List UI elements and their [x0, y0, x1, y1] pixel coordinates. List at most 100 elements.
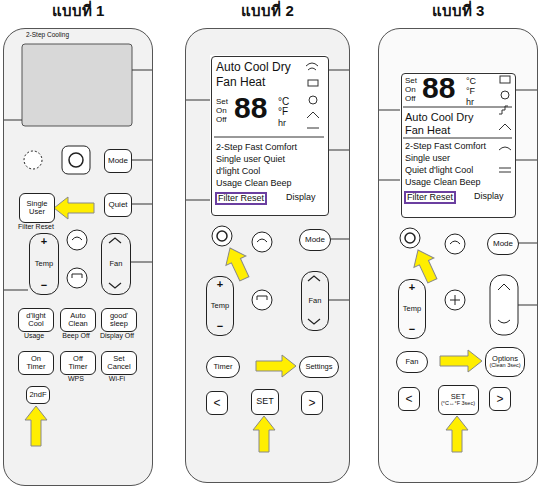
button-label: Mode — [305, 236, 325, 244]
lcd-label: Off — [216, 116, 227, 124]
button-label: Options — [492, 355, 518, 363]
remote-button: SET(°C↔°F 3sec) — [438, 385, 479, 415]
button-face: > — [490, 388, 510, 410]
remote-button: Off TimerWPS — [60, 351, 96, 375]
button-caption: Wi-Fi — [90, 375, 144, 382]
lcd-label: °F — [278, 107, 288, 117]
button-face: On Timer — [19, 352, 53, 374]
power-button — [212, 226, 232, 246]
button-caption: Beep Off — [49, 332, 103, 339]
wind-rocker — [490, 275, 518, 335]
lcd-icons — [306, 63, 511, 172]
button-label: 2ndF — [29, 391, 46, 399]
button-face: < — [207, 392, 227, 414]
remote-body — [378, 28, 538, 483]
lcd-label: Set — [216, 98, 228, 106]
rocker-icon — [498, 284, 510, 323]
button-label: d'light Cool — [21, 312, 51, 328]
button-label: On Timer — [21, 355, 51, 371]
button-label: Fan — [110, 260, 123, 268]
button-face: +Temp− — [30, 234, 58, 294]
button-label: − — [409, 324, 415, 336]
lcd-label: Auto Cool Dry — [216, 61, 291, 73]
remote-button: Set CancelWi-Fi — [101, 351, 137, 375]
lcd-label: On — [405, 86, 416, 94]
button-caption: Usage — [7, 332, 61, 339]
remote-button: 2ndF — [26, 386, 50, 404]
lcd-label: Fan Heat — [405, 125, 450, 136]
printed-label: 2-Step Cooling — [26, 32, 69, 39]
button-label: Set Cancel — [104, 355, 134, 371]
button-face: Mode — [105, 150, 131, 172]
leader-lines — [4, 70, 537, 305]
button-face: +Temp− — [207, 277, 233, 335]
button-face: Mode — [300, 230, 330, 250]
mode-dial-button — [24, 151, 42, 169]
button-face: good' sleep — [102, 309, 136, 331]
lcd-ground — [400, 72, 515, 217]
button-label: Fan — [406, 358, 419, 366]
lcd-label: Filter Reset — [404, 191, 456, 204]
oval-button: Options(Clean 3sec) — [485, 347, 525, 377]
button-label: Temp — [211, 302, 229, 310]
remote-body — [3, 28, 153, 486]
remote-title: แบบที่ 2 — [186, 3, 349, 19]
remote-button: On Timer — [18, 351, 54, 375]
remote-button: Mode — [104, 149, 132, 173]
lcd-divider — [403, 107, 512, 108]
button-face: Quiet — [105, 194, 131, 216]
oval-button: Settings — [299, 356, 339, 378]
button-face: Mode — [488, 234, 518, 254]
lcd-label: Fan Heat — [216, 76, 265, 88]
remote-title: แบบที่ 3 — [379, 3, 537, 19]
button-label: Temp — [403, 305, 421, 313]
button-face: 2ndF — [27, 387, 49, 403]
swing-icon — [257, 239, 267, 300]
button-label: Quiet — [108, 201, 127, 209]
button-face: + Temp − — [399, 280, 425, 338]
lcd-label: °C — [466, 77, 476, 86]
rocker-button: Fan — [301, 271, 329, 331]
rocker-button: +Temp− — [206, 276, 234, 336]
remote-control: แบบที่ 1ModeSingle UserFilter ResetQuiet… — [3, 28, 153, 486]
swing-button — [67, 230, 87, 250]
lcd-label: Auto Cool Dry — [405, 112, 473, 123]
button-face: Fan — [397, 352, 427, 372]
power-button — [400, 228, 420, 248]
remote-control: แบบที่ 2Auto Cool DryFan HeatSetOnOff88°… — [185, 28, 350, 483]
button-label: > — [496, 393, 503, 406]
yellow-arrow — [25, 197, 482, 452]
button-label: Off Timer — [63, 355, 93, 371]
lcd-label: Usage Clean Beep — [405, 178, 481, 187]
lcd-divider — [403, 138, 512, 139]
remote-button: > — [301, 391, 323, 415]
button-face: Settings — [300, 357, 338, 377]
swing-button — [445, 234, 465, 254]
button-label: < — [213, 397, 220, 410]
button-caption: Display Off — [90, 332, 144, 339]
oval-button: Mode — [299, 229, 331, 251]
lcd-display: SetOnOff88°C°FhrAuto Cool DryFan Heat2-S… — [401, 73, 516, 218]
lcd-label: 2-Step Fast Comfort — [405, 142, 486, 151]
lcd-screen — [22, 44, 132, 126]
button-label: Mode — [493, 240, 513, 248]
lcd-label: Display — [474, 192, 504, 201]
button-label: SET — [256, 397, 274, 406]
remote-title: แบบที่ 1 — [4, 3, 152, 19]
button-label: + — [409, 282, 415, 294]
lcd-label: Display — [286, 193, 316, 202]
button-face: > — [302, 392, 322, 414]
lcd-label: 88 — [234, 93, 267, 123]
button-label: (°C↔°F 3sec) — [441, 401, 475, 407]
button-face: Single User — [20, 194, 54, 222]
remote-button: > — [489, 387, 511, 411]
oval-button: Timer — [206, 356, 240, 378]
remote-button: Single UserFilter Reset — [19, 193, 55, 223]
button-face: < — [399, 388, 419, 410]
lcd-label: Set — [405, 77, 417, 85]
button-face: Set Cancel — [102, 352, 136, 374]
lcd-label: 88 — [422, 73, 455, 103]
lcd-divider — [214, 137, 324, 138]
remote-button: SET — [251, 389, 279, 415]
oval-button: Fan — [396, 351, 428, 373]
